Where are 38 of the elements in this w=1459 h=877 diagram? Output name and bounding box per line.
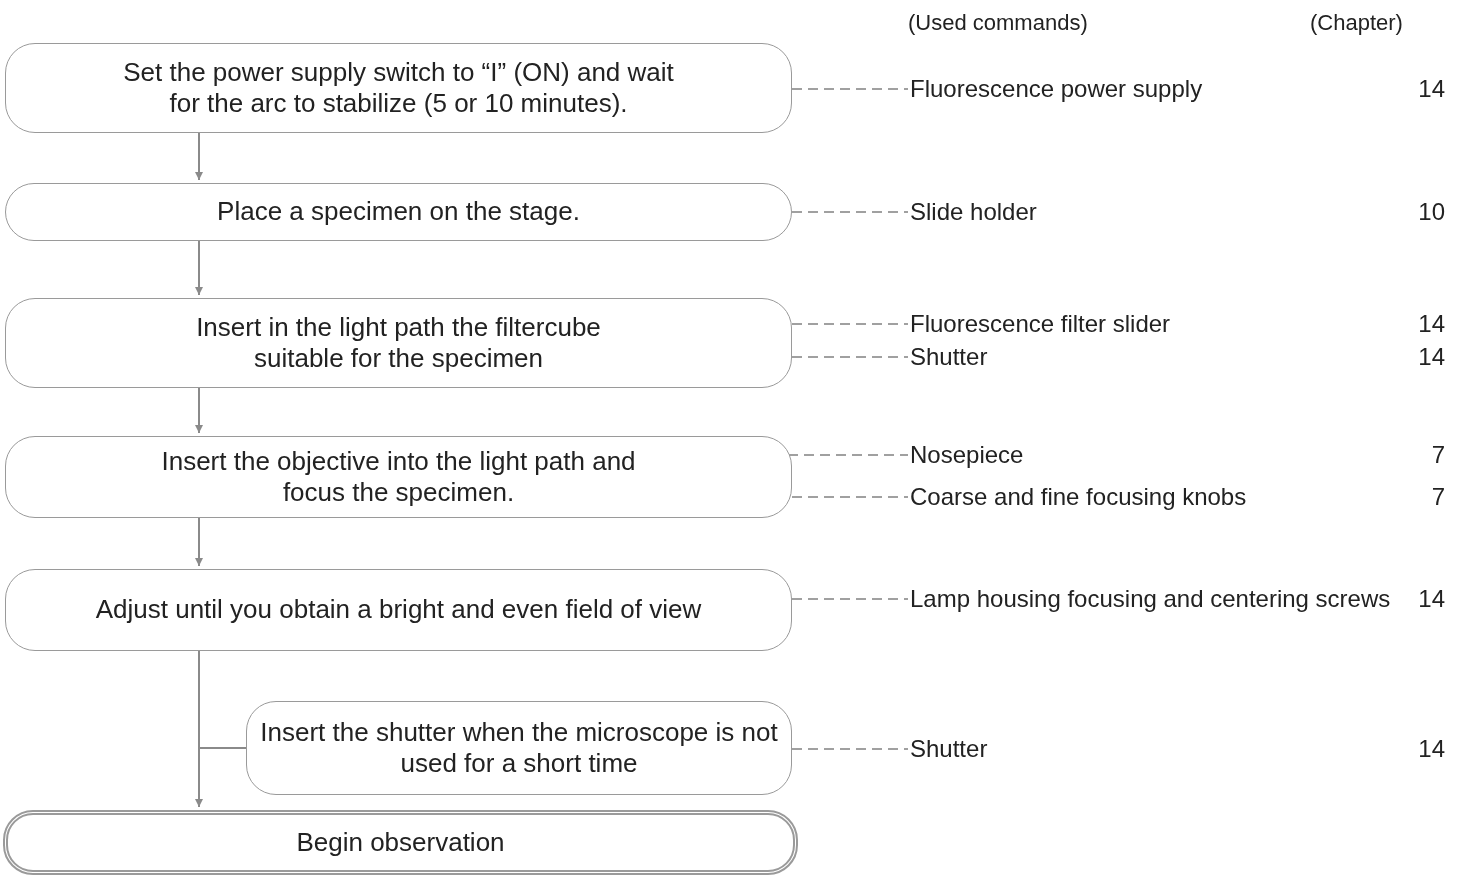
process-box: Insert in the light path the filtercube suitable for the specimen bbox=[5, 298, 792, 388]
chapter-number: 10 bbox=[1418, 198, 1445, 226]
process-box: Insert the objective into the light path and focus the specimen. bbox=[5, 436, 792, 518]
leader-line bbox=[791, 323, 909, 325]
chapter-number: 14 bbox=[1418, 75, 1445, 103]
process-box: Set the power supply switch to “I” (ON) and wait for the arc to stabilize (5 or 10 minutes). bbox=[5, 43, 792, 133]
leader-line bbox=[787, 454, 909, 456]
chapter-number: 14 bbox=[1418, 585, 1445, 613]
chapter-number: 14 bbox=[1418, 343, 1445, 371]
arrow bbox=[195, 517, 203, 567]
process-box: Adjust until you obtain a bright and even field of view bbox=[5, 569, 792, 651]
arrow bbox=[195, 240, 203, 296]
command-name: Slide holder bbox=[910, 198, 1038, 226]
command-name: Lamp housing focusing and centering screws bbox=[910, 585, 1392, 613]
column-heading: (Chapter) bbox=[1310, 10, 1403, 36]
leader-line bbox=[791, 356, 909, 358]
process-box: Insert the shutter when the microscope is not used for a short time bbox=[246, 701, 792, 795]
command-name: Nosepiece bbox=[910, 441, 1025, 469]
leader-line bbox=[791, 748, 909, 750]
leader-line bbox=[791, 88, 909, 90]
chapter-number: 14 bbox=[1418, 310, 1445, 338]
command-name: Fluorescence power supply bbox=[910, 75, 1204, 103]
command-name: Coarse and fine focusing knobs bbox=[910, 483, 1248, 511]
process-box: Place a specimen on the stage. bbox=[5, 183, 792, 241]
column-heading: (Used commands) bbox=[908, 10, 1088, 36]
arrow bbox=[195, 650, 203, 808]
command-name: Shutter bbox=[910, 735, 989, 763]
leader-line bbox=[791, 598, 909, 600]
chapter-number: 7 bbox=[1431, 441, 1445, 469]
arrow bbox=[195, 132, 203, 181]
leader-line bbox=[791, 211, 909, 213]
leader-line bbox=[791, 496, 909, 498]
chapter-number: 7 bbox=[1431, 483, 1445, 511]
command-name: Fluorescence filter slider bbox=[910, 310, 1172, 338]
arrow bbox=[195, 387, 203, 434]
terminal-box: Begin observation bbox=[3, 810, 798, 875]
chapter-number: 14 bbox=[1418, 735, 1445, 763]
command-name: Shutter bbox=[910, 343, 989, 371]
